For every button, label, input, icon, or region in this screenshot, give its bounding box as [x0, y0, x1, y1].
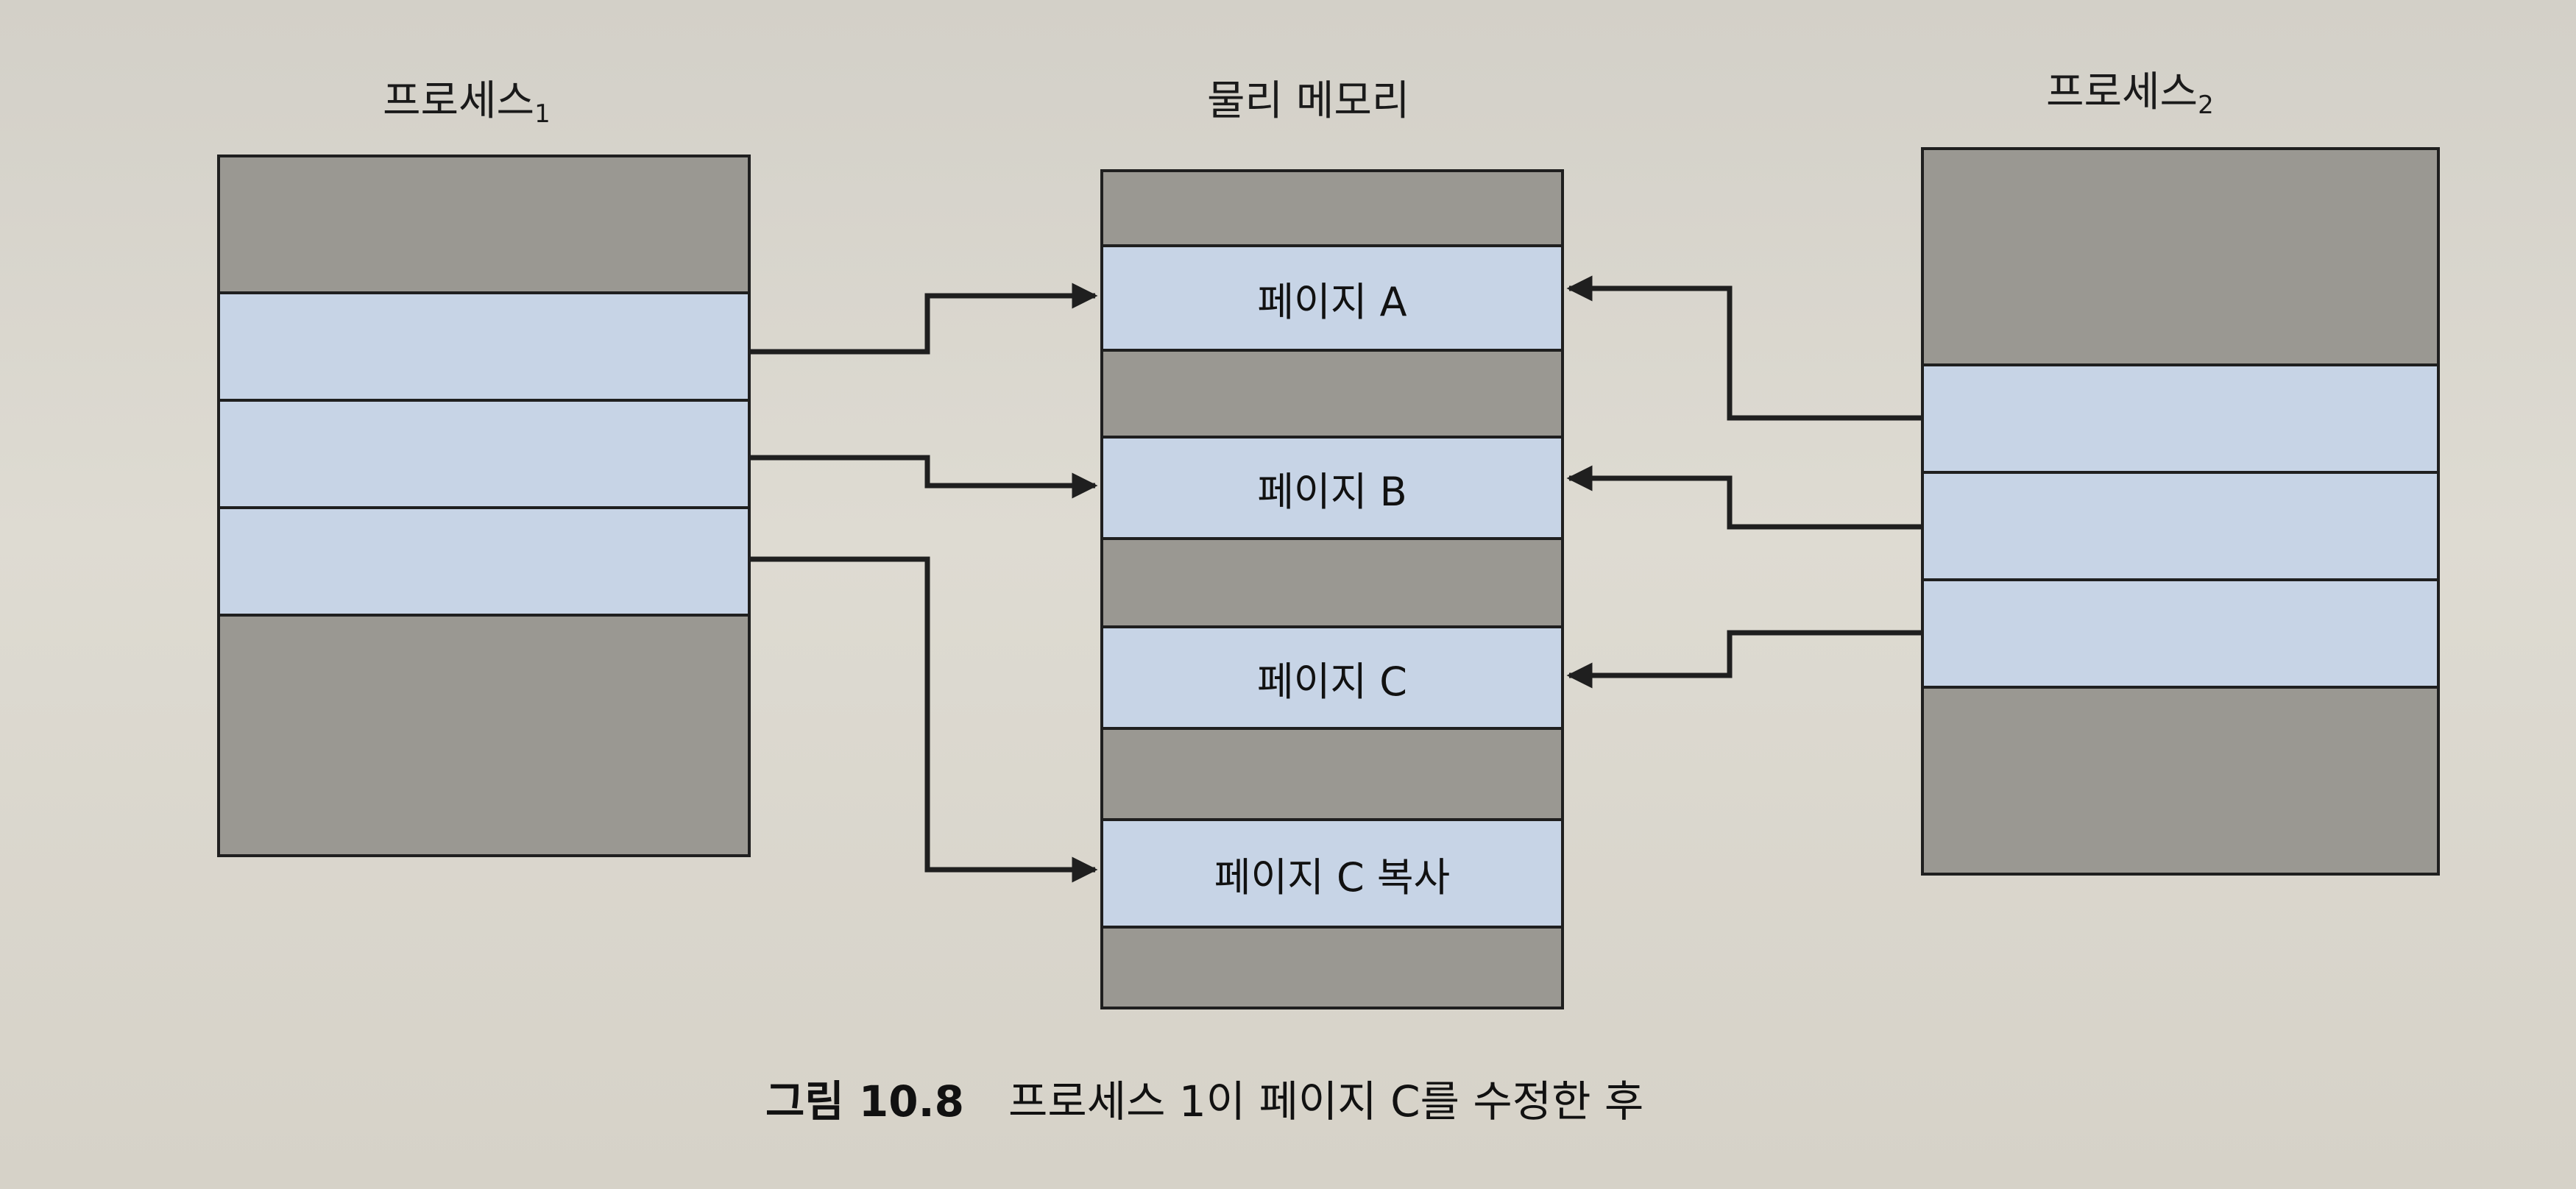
figure-caption: 그림 10.8 프로세스 1이 페이지 C를 수정한 후: [765, 1067, 1643, 1129]
process1-address-space: [217, 155, 751, 857]
memory-page-c-copy: 페이지 C 복사: [1103, 818, 1561, 929]
arrow-p1-to-page-c-copy: [751, 556, 1098, 883]
memory-page-c: 페이지 C: [1103, 625, 1561, 730]
process2-label: 프로세스2: [2046, 68, 2214, 120]
arrow-p2-to-page-c: [1566, 630, 1921, 689]
physical-memory-block: 페이지 A 페이지 B 페이지 C 페이지 C 복사: [1100, 169, 1564, 1009]
memory-page-b-label: 페이지 B: [1257, 468, 1407, 515]
process1-label: 프로세스1: [383, 77, 551, 129]
process1-page-c: [220, 506, 748, 617]
memory-page-c-label: 페이지 C: [1257, 658, 1407, 705]
arrow-p2-to-page-a: [1566, 275, 1921, 421]
process1-page-b: [220, 399, 748, 509]
memory-page-c-copy-label: 페이지 C 복사: [1214, 853, 1451, 901]
arrow-p1-to-page-a: [751, 283, 1098, 355]
physical-memory-label: 물리 메모리: [1207, 77, 1410, 125]
memory-page-a-label: 페이지 A: [1257, 278, 1407, 325]
arrow-p2-to-page-b: [1566, 465, 1921, 530]
arrow-p1-to-page-b: [751, 455, 1098, 499]
process2-page-a: [1924, 363, 2437, 474]
process2-page-c: [1924, 578, 2437, 689]
memory-page-b: 페이지 B: [1103, 436, 1561, 540]
figure-number: 그림 10.8: [765, 1076, 965, 1126]
memory-page-a: 페이지 A: [1103, 244, 1561, 352]
figure-caption-text: 프로세스 1이 페이지 C를 수정한 후: [1008, 1076, 1644, 1126]
process2-address-space: [1921, 147, 2440, 876]
